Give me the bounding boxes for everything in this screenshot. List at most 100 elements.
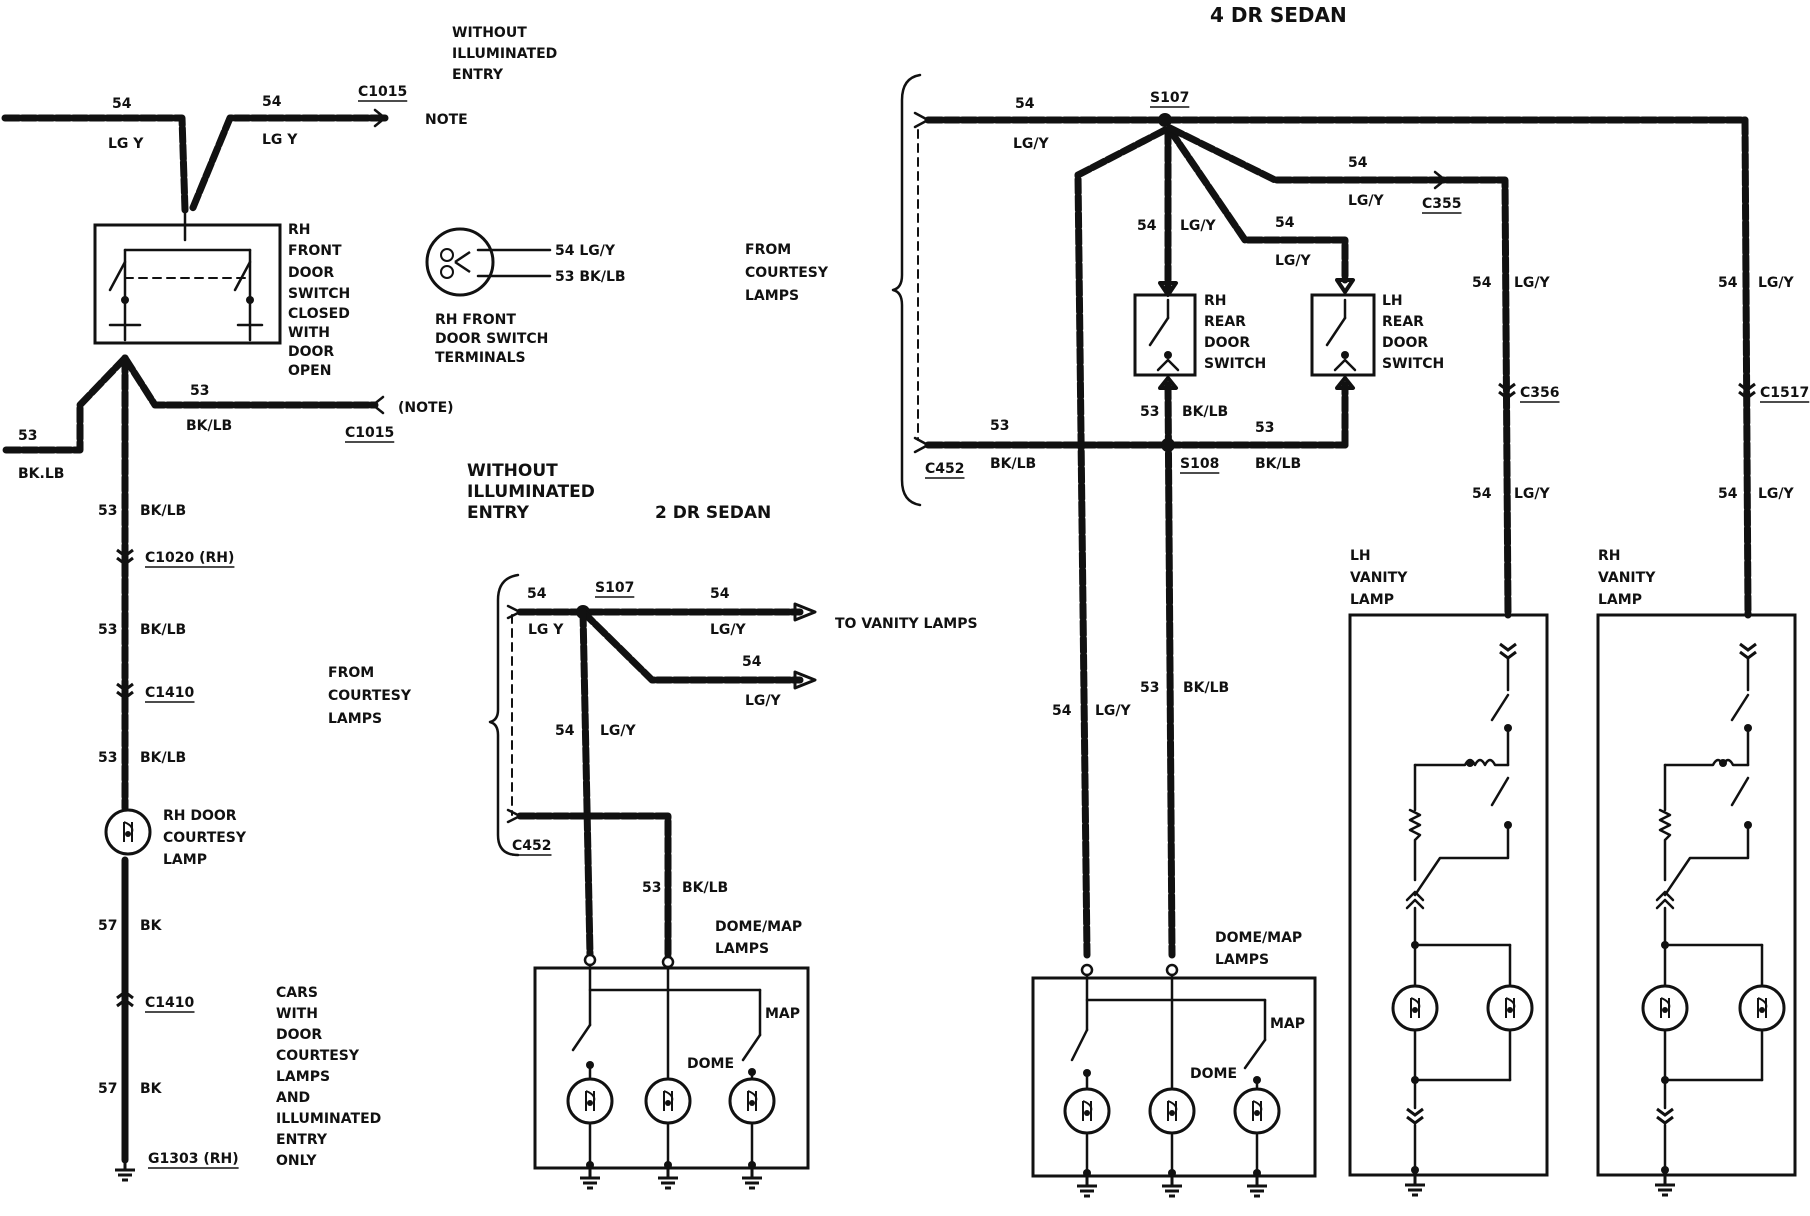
- four-door-s107: S107: [1150, 90, 1189, 106]
- cars-note-2: WITH: [276, 1006, 318, 1022]
- switch-note-1: CLOSED: [288, 306, 350, 322]
- diagram-title: 4 DR SEDAN: [1210, 3, 1347, 27]
- two-door-lamp-1: [566, 1077, 614, 1125]
- from-courtesy-left-3: LAMPS: [328, 711, 382, 727]
- rh-front-door-switch-box: [93, 223, 282, 345]
- wire-54-left: [1, 114, 189, 214]
- wire-54-right: [188, 114, 389, 214]
- four-door-lamp-2: [1148, 1087, 1196, 1135]
- lh-rear-label-1: LH: [1382, 293, 1403, 309]
- vanity1-54b-color: LG/Y: [1514, 486, 1551, 502]
- four-door-map-label: MAP: [1270, 1016, 1305, 1032]
- switch-label-1: RH: [288, 222, 311, 238]
- switch-note-4: OPEN: [288, 363, 331, 379]
- wire-53-branch: [121, 354, 379, 409]
- seg2-color: BK/LB: [140, 622, 186, 638]
- c1015-mid-label: C1015: [345, 425, 394, 441]
- two-door-ground-3: [740, 1166, 764, 1190]
- four-door-53-mid-color: BK/LB: [1182, 404, 1228, 420]
- rh-rear-54-num: 54: [1137, 218, 1157, 234]
- vanity1-54-color: LG/Y: [1514, 275, 1551, 291]
- c1517-label: C1517: [1760, 385, 1809, 401]
- four-door-53-right-color: BK/LB: [1255, 456, 1301, 472]
- wire-54-to-vanity-low: [579, 608, 804, 684]
- wire-53-branch-num: 53: [190, 383, 209, 399]
- two-door-dome-internals: [571, 953, 762, 1169]
- arrow-vanity-top: [793, 602, 817, 622]
- two-door-dome-map-2: LAMPS: [715, 941, 769, 957]
- four-door-54-color: LG/Y: [1013, 136, 1050, 152]
- c1020-label: C1020 (RH): [145, 550, 234, 566]
- lh-rear-label-2: REAR: [1382, 314, 1424, 330]
- connector-c355: [1433, 170, 1447, 190]
- four-door-dome-53-num: 53: [1140, 680, 1159, 696]
- vanity2-54b-color: LG/Y: [1758, 486, 1795, 502]
- c1015-top-label: C1015: [358, 84, 407, 100]
- two-door-dome-label: DOME: [687, 1056, 734, 1072]
- arrow-vanity-low: [793, 670, 817, 690]
- rh-vanity-1: RH: [1598, 548, 1621, 564]
- two-door-54-top-num: 54: [710, 586, 730, 602]
- rh-rear-label-2: REAR: [1204, 314, 1246, 330]
- terminal-symbol: [425, 227, 552, 297]
- cars-note-4: COURTESY: [276, 1048, 360, 1064]
- c1410a-label: C1410: [145, 685, 194, 701]
- four-door-c452: C452: [925, 461, 965, 477]
- seg5-num: 57: [98, 1081, 117, 1097]
- two-door-53-num: 53: [642, 880, 661, 896]
- switch-note-2: WITH: [288, 325, 330, 341]
- c1410b-label: C1410: [145, 995, 194, 1011]
- lh-vanity-2: VANITY: [1350, 570, 1408, 586]
- two-door-54-low-num: 54: [742, 654, 762, 670]
- two-door-s107: S107: [595, 580, 634, 596]
- cars-note-1: CARS: [276, 985, 318, 1001]
- wire-53-branch-color: BK/LB: [186, 418, 232, 434]
- four-door-53-right-num: 53: [1255, 420, 1274, 436]
- c355-label: C355: [1422, 196, 1462, 212]
- note-mid-label: (NOTE): [398, 400, 454, 416]
- rh-rear-label-4: SWITCH: [1204, 356, 1266, 372]
- two-door-54-low-color: LG/Y: [745, 693, 782, 709]
- lh-vanity-ground: [1403, 1173, 1427, 1197]
- vanity2-54-num: 54: [1718, 275, 1738, 291]
- switch-internals: [108, 208, 264, 342]
- without-entry-line2: ILLUMINATED: [452, 46, 557, 62]
- rh-vanity-internals: [1655, 642, 1764, 1174]
- lh-vanity-lamp-2: [1486, 984, 1534, 1032]
- two-door-c452: C452: [512, 838, 552, 854]
- without-entry2-3: ENTRY: [467, 503, 530, 523]
- lh-rear-switch-internals: [1325, 298, 1357, 372]
- arrow-rh-rear: [1158, 281, 1178, 297]
- connector-c1015-top: [373, 108, 387, 128]
- rh-vanity-2: VANITY: [1598, 570, 1656, 586]
- lh-rear-54-num: 54: [1275, 215, 1295, 231]
- arrow-rh-rear-up: [1158, 376, 1178, 390]
- two-door-53-color: BK/LB: [682, 880, 728, 896]
- two-door-section: 54 LG Y S107 54 LG/Y TO VANITY LAMPS 54 …: [488, 573, 978, 1190]
- switch-label-3: DOOR: [288, 265, 334, 281]
- lh-rear-label-4: SWITCH: [1382, 356, 1444, 372]
- courtesy-lamp-2: COURTESY: [163, 830, 247, 846]
- from-courtesy-left-1: FROM: [328, 665, 374, 681]
- wire-54a-num: 54: [112, 96, 132, 112]
- from-courtesy-right-3: LAMPS: [745, 288, 799, 304]
- cars-note-9: ONLY: [276, 1153, 317, 1169]
- two-door-54-num: 54: [527, 586, 547, 602]
- arrow-lh-rear: [1335, 278, 1355, 294]
- ground-g1303: [113, 1158, 137, 1182]
- vanity2-54-color: LG/Y: [1758, 275, 1795, 291]
- courtesy-lamp-3: LAMP: [163, 852, 207, 868]
- to-vanity-label: TO VANITY LAMPS: [835, 616, 978, 632]
- wire-53-left: [1, 354, 129, 454]
- rh-rear-54-color: LG/Y: [1180, 218, 1217, 234]
- left-section: WITHOUT ILLUMINATED ENTRY 54 LG Y 54 LG …: [1, 25, 829, 1182]
- from-courtesy-right-1: FROM: [745, 242, 791, 258]
- c355-54-num: 54: [1348, 155, 1368, 171]
- rh-vanity-3: LAMP: [1598, 592, 1642, 608]
- splice-s108: [1161, 438, 1175, 452]
- rh-rear-door-switch-box: [1133, 293, 1197, 377]
- lh-vanity-internals: [1405, 642, 1518, 1174]
- four-door-dome-map-1: DOME/MAP: [1215, 930, 1302, 946]
- splice-s107-four-door: [1158, 113, 1172, 127]
